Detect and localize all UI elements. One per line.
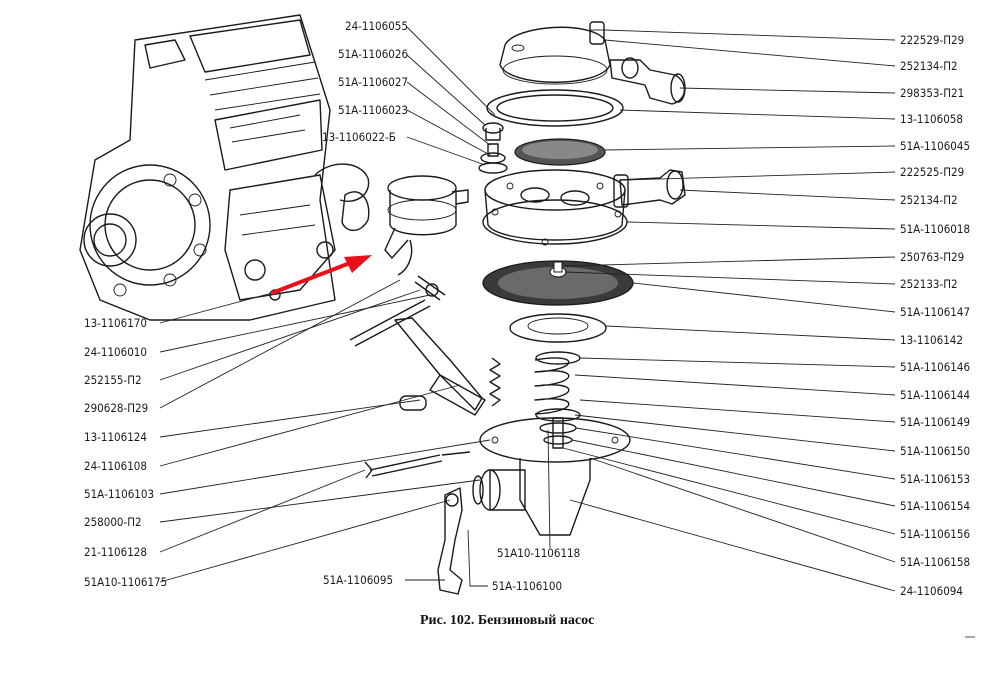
part-label: 24-1106010 — [84, 345, 147, 359]
part-label: 21-1106128 — [84, 545, 147, 559]
part-label: 252134-П2 — [900, 193, 958, 207]
labels-top: 24-1106055 51А-1106026 51А-1106027 51А-1… — [322, 19, 408, 144]
part-label: 51А10-1106118 — [497, 546, 580, 560]
part-label: 24-1106108 — [84, 459, 147, 473]
part-label: 51А-1106018 — [900, 222, 970, 236]
part-label: 51А-1106095 — [323, 573, 393, 587]
labels-right: 222529-П29 252134-П2 298353-П21 13-11060… — [900, 33, 970, 598]
leader-lines — [159, 26, 896, 592]
highlight-arrow — [271, 255, 372, 295]
part-label: 252155-П2 — [84, 373, 142, 387]
mounted-pump-drawing — [384, 175, 469, 276]
part-label: 51А-1106147 — [900, 305, 970, 319]
part-label: 51А-1106045 — [900, 139, 970, 153]
part-label: 24-1106094 — [900, 584, 963, 598]
part-label: 51А-1106103 — [84, 487, 154, 501]
part-label: 51А10-1106175 — [84, 575, 167, 589]
part-label: 51А-1106027 — [338, 75, 408, 89]
part-label: 51А-1106100 — [492, 579, 562, 593]
part-label: 250763-П29 — [900, 250, 964, 264]
part-label: 51А-1106154 — [900, 499, 970, 513]
part-label: 252134-П2 — [900, 59, 958, 73]
part-label: 13-1106170 — [84, 316, 147, 330]
labels-bottom: 51А10-1106118 51А-1106095 51А-1106100 — [323, 546, 580, 593]
part-label: 298353-П21 — [900, 86, 964, 100]
part-label: 51А-1106149 — [900, 415, 970, 429]
part-label: 13-1106058 — [900, 112, 963, 126]
labels-left: 13-1106170 24-1106010 252155-П2 290628-П… — [84, 316, 167, 589]
part-label: 24-1106055 — [345, 19, 408, 33]
figure-caption: Рис. 102. Бензиновый насос — [420, 613, 594, 628]
part-label: 51А-1106153 — [900, 472, 970, 486]
part-label: 51А-1106026 — [338, 47, 408, 61]
exploded-pump-drawing — [349, 21, 686, 595]
part-label: 222525-П29 — [900, 165, 964, 179]
part-label: 51А-1106023 — [338, 103, 408, 117]
part-label: 252133-П2 — [900, 277, 958, 291]
part-label: 258000-П2 — [84, 515, 142, 529]
part-label: 13-1106022-Б — [322, 130, 396, 144]
part-label: 51А-1106158 — [900, 555, 970, 569]
part-label: 51А-1106144 — [900, 388, 970, 402]
part-label: 13-1106124 — [84, 430, 147, 444]
part-label: 290628-П29 — [84, 401, 148, 415]
part-label: 51А-1106156 — [900, 527, 970, 541]
part-label: 51А-1106150 — [900, 444, 970, 458]
part-label: 222529-П29 — [900, 33, 964, 47]
part-label: 13-1106142 — [900, 333, 963, 347]
part-label: 51А-1106146 — [900, 360, 970, 374]
engine-block-drawing — [79, 14, 370, 321]
